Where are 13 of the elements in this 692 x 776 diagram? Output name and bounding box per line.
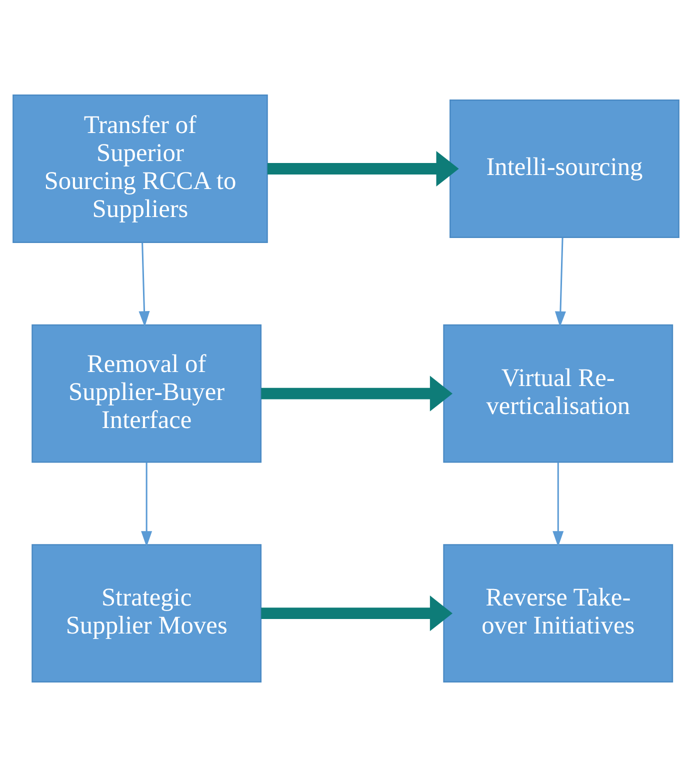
node-box: Intelli-sourcing xyxy=(450,99,680,238)
arrow xyxy=(261,375,453,411)
arrow xyxy=(267,150,459,186)
node-box: Strategic Supplier Moves xyxy=(32,544,262,682)
node-box: Transfer of Superior Sourcing RCCA to Suppliers xyxy=(12,94,268,243)
arrow xyxy=(138,242,150,326)
node-box: Removal of Supplier-Buyer Interface xyxy=(32,324,262,462)
arrow xyxy=(554,237,566,327)
arrow xyxy=(141,462,152,546)
arrow xyxy=(552,462,564,546)
node-box: Virtual Re-verticalisation xyxy=(443,324,674,462)
node-box: Reverse Take-over Initiatives xyxy=(443,544,674,682)
arrow xyxy=(261,595,453,631)
